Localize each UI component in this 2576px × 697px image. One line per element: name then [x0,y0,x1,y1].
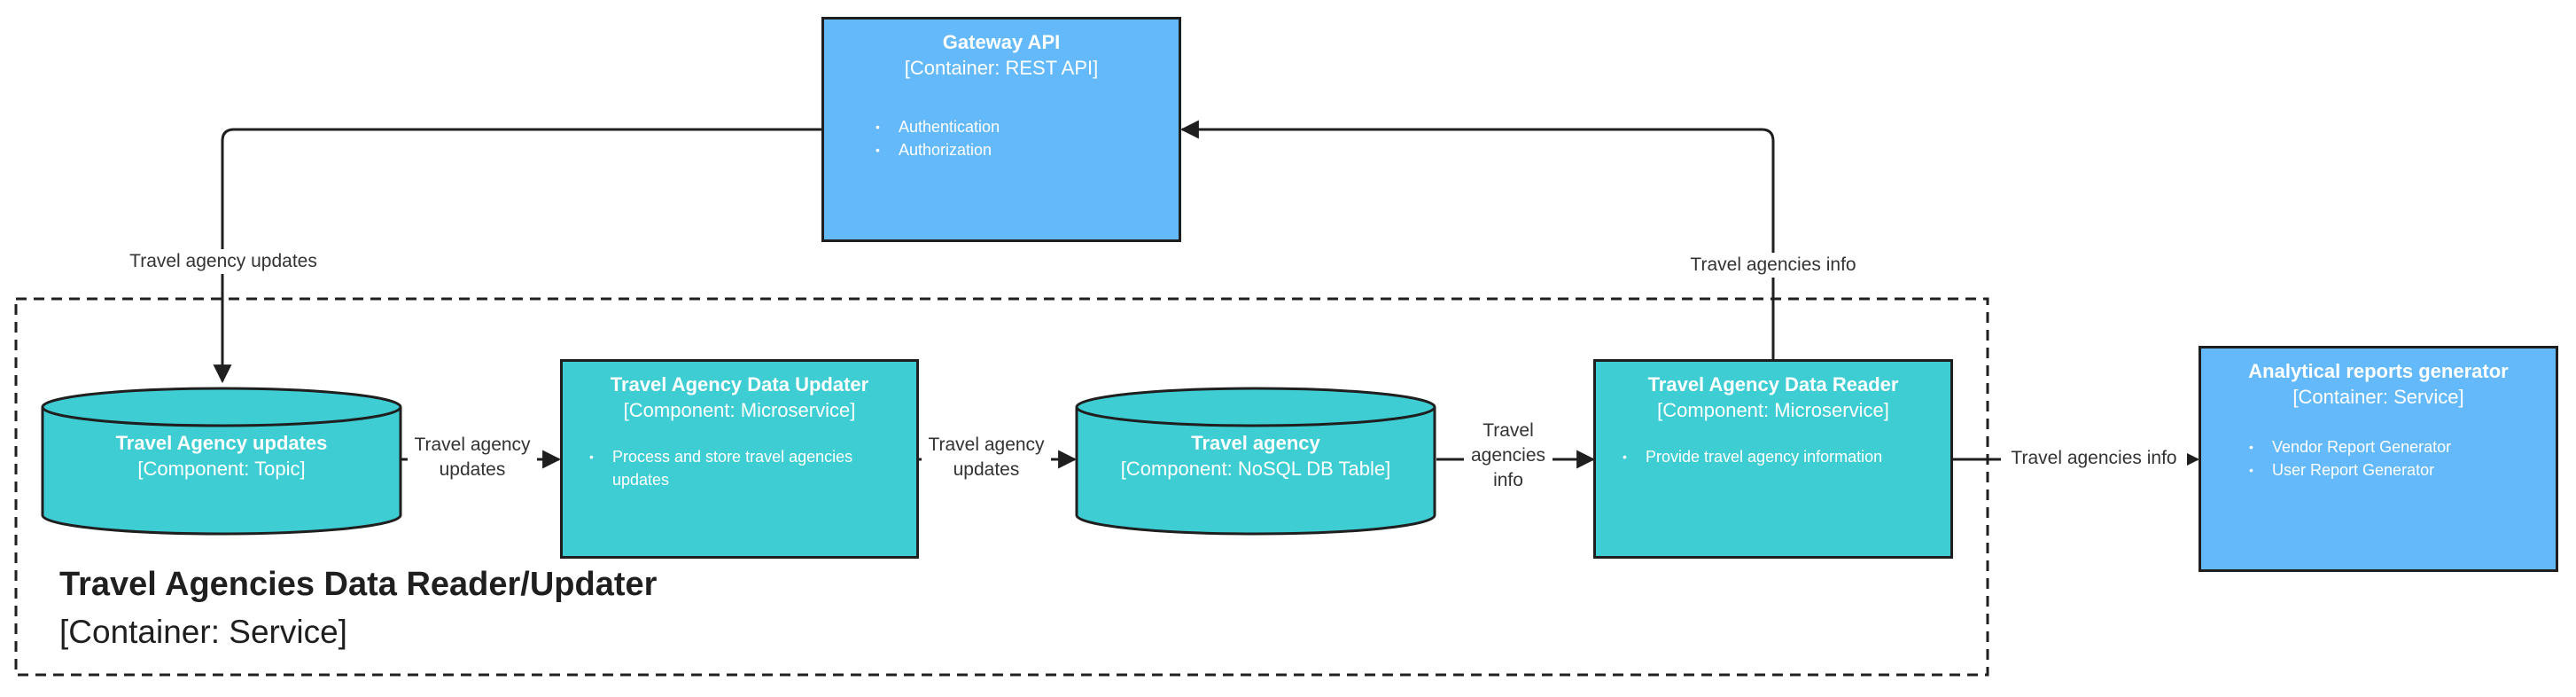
gateway-item: Authentication [876,115,1179,138]
reports-item: User Report Generator [2249,458,2556,482]
edge-label-gateway-to-topic: Travel agency updates [117,249,330,274]
data-updater-node[interactable]: Travel Agency Data Updater [Component: M… [560,359,919,559]
data-reader-node[interactable]: Travel Agency Data Reader [Component: Mi… [1593,359,1953,559]
updater-item: Process and store travel agencies update… [589,445,881,491]
updater-title: Travel Agency Data Updater [610,373,869,395]
gateway-item: Authorization [876,138,1179,161]
gateway-items: Authentication Authorization [824,115,1179,161]
table-label: Travel agency [Component: NoSQL DB Table… [1077,431,1435,482]
topic-subtitle: [Component: Topic] [137,458,306,480]
reports-subtitle: [Container: Service] [2292,386,2464,408]
topic-label: Travel Agency updates [Component: Topic] [43,431,401,482]
reports-items: Vendor Report Generator User Report Gene… [2201,435,2556,482]
gateway-title: Gateway API [942,31,1061,53]
table-title: Travel agency [1191,432,1320,454]
gateway-subtitle: [Container: REST API] [904,57,1099,79]
reports-generator-node[interactable]: Analytical reports generator [Container:… [2199,346,2558,572]
reports-item: Vendor Report Generator [2249,435,2556,458]
topic-title: Travel Agency updates [115,432,328,454]
edge-label-updater-to-table: Travel agency updates [922,433,1051,482]
edge-label-table-to-reader: Travel agencies info [1464,419,1553,493]
gateway-api-node[interactable]: Gateway API [Container: REST API] Authen… [821,17,1181,242]
table-cylinder[interactable] [1075,387,1436,536]
reader-title: Travel Agency Data Reader [1647,373,1899,395]
table-subtitle: [Component: NoSQL DB Table] [1120,458,1391,480]
boundary-title: Travel Agencies Data Reader/Updater [59,566,658,603]
container-boundary [14,297,1989,677]
reader-items: Provide travel agency information [1596,445,1950,468]
updater-subtitle: [Component: Microservice] [623,399,856,421]
reader-subtitle: [Component: Microservice] [1657,399,1889,421]
topic-cylinder[interactable] [41,387,402,536]
edge-label-reader-to-gateway: Travel agencies info [1679,253,1867,278]
boundary-subtitle: [Container: Service] [59,614,347,650]
reports-title: Analytical reports generator [2248,360,2509,382]
updater-items: Process and store travel agencies update… [563,445,916,491]
edge-reader-to-gateway[interactable] [1179,120,1775,359]
edge-gateway-to-topic[interactable] [213,128,822,384]
reader-item: Provide travel agency information [1623,445,1950,468]
edge-label-topic-to-updater: Travel agency updates [408,433,537,482]
edge-label-reader-to-reports: Travel agencies info [2001,446,2187,471]
